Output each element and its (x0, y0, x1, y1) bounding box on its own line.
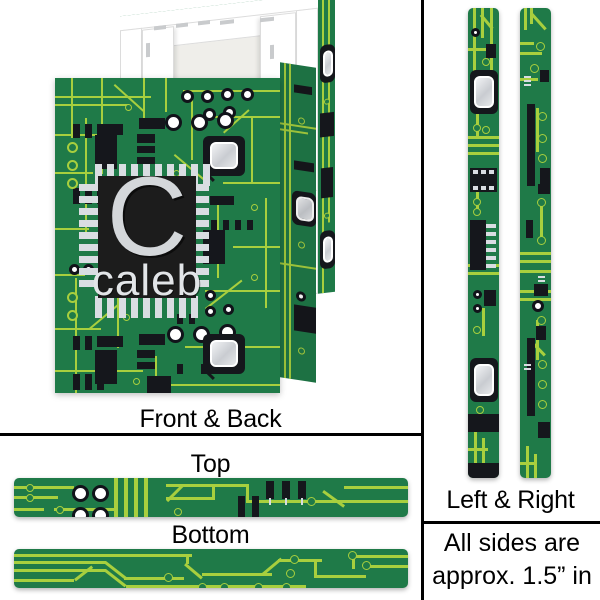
caption-bottom: Bottom (171, 521, 250, 549)
divider-horizontal-left (0, 433, 421, 436)
strip-bottom (14, 549, 408, 588)
size-note-line-2: approx. 1.5” in (432, 562, 592, 590)
back-canvas-right-edge (318, 0, 335, 294)
front-canvas-face: C caleb (55, 78, 280, 393)
front-canvas: C caleb (55, 62, 316, 393)
caption-top: Top (190, 450, 231, 478)
strip-top (14, 478, 408, 517)
monogram-chip: C caleb (92, 161, 201, 303)
front-canvas-side-edge (280, 62, 316, 383)
caption-left-right: Left & Right (446, 486, 575, 514)
divider-horizontal-right (421, 521, 600, 524)
strip-right-side (520, 8, 551, 478)
front-and-back-canvas-illustration: C caleb (0, 0, 421, 405)
size-note: All sides are approx. 1.5” in (424, 527, 600, 593)
strip-left-side (468, 8, 499, 478)
size-note-line-1: All sides are (443, 529, 581, 557)
divider-vertical-main (421, 0, 424, 600)
monogram-name: caleb (91, 255, 203, 305)
caption-front-back: Front & Back (139, 405, 282, 433)
monogram-letter: C (106, 154, 188, 280)
